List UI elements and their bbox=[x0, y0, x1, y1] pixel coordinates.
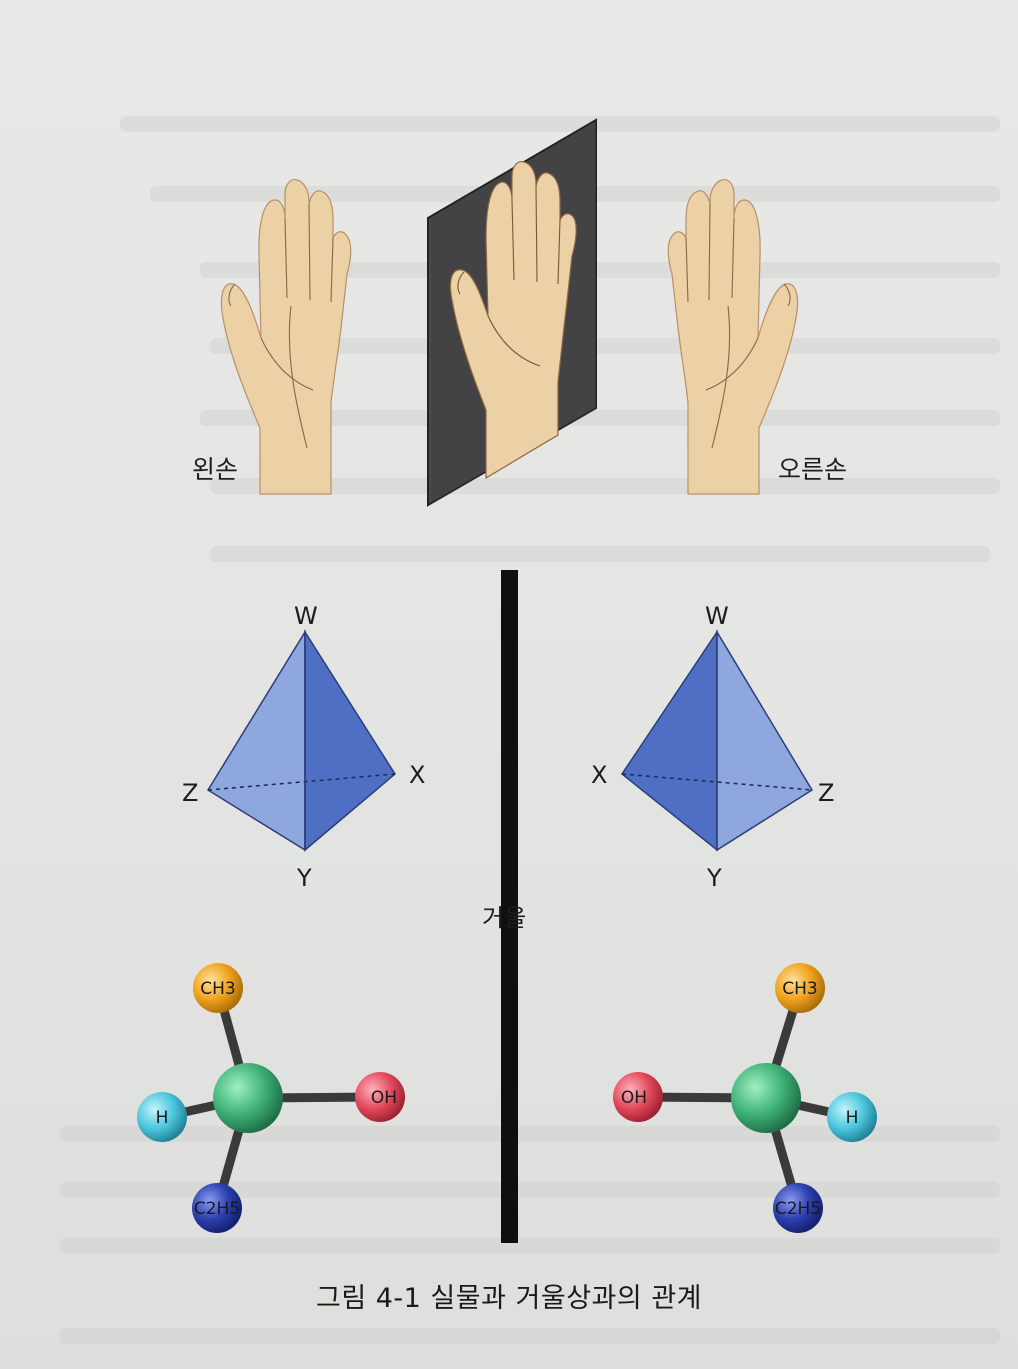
left-hand-label: 왼손 bbox=[192, 455, 239, 484]
right-atom-ch3-label: CH3 bbox=[782, 979, 817, 999]
left-tetra-x-label: X bbox=[409, 761, 426, 789]
right-tetra-w-label: W bbox=[705, 602, 729, 630]
right-atom-h-label: H bbox=[846, 1108, 859, 1128]
mirror-panel bbox=[427, 118, 597, 507]
right-tetra-x-label: X bbox=[591, 761, 608, 789]
left-hand-illustration bbox=[220, 179, 352, 495]
mirror-label: 거울 bbox=[482, 904, 527, 932]
right-tetra-y-label: Y bbox=[707, 864, 722, 892]
right-atom-c2h5-label: C2H5 bbox=[775, 1199, 821, 1219]
left-tetrahedron bbox=[206, 629, 396, 852]
left-tetra-y-label: Y bbox=[297, 864, 312, 892]
left-atom-c2h5-label: C2H5 bbox=[194, 1199, 240, 1219]
left-tetra-z-label: Z bbox=[182, 779, 199, 807]
mirror-line bbox=[501, 570, 518, 1243]
left-molecule: CH3 OH H C2H5 bbox=[137, 963, 405, 1233]
left-tetra-w-label: W bbox=[294, 602, 318, 630]
left-atom-oh-label: OH bbox=[371, 1088, 397, 1108]
right-tetra-z-label: Z bbox=[818, 779, 835, 807]
left-atom-h-label: H bbox=[156, 1108, 169, 1128]
right-hand-illustration bbox=[667, 179, 799, 495]
left-atom-ch3-label: CH3 bbox=[200, 979, 235, 999]
right-hand-label: 오른손 bbox=[778, 455, 848, 484]
figure-caption: 그림 4-1 실물과 거울상과의 관계 bbox=[315, 1283, 702, 1314]
right-atom-oh-label: OH bbox=[621, 1088, 647, 1108]
right-molecule: CH3 OH H C2H5 bbox=[613, 963, 877, 1233]
right-tetrahedron bbox=[620, 629, 814, 852]
